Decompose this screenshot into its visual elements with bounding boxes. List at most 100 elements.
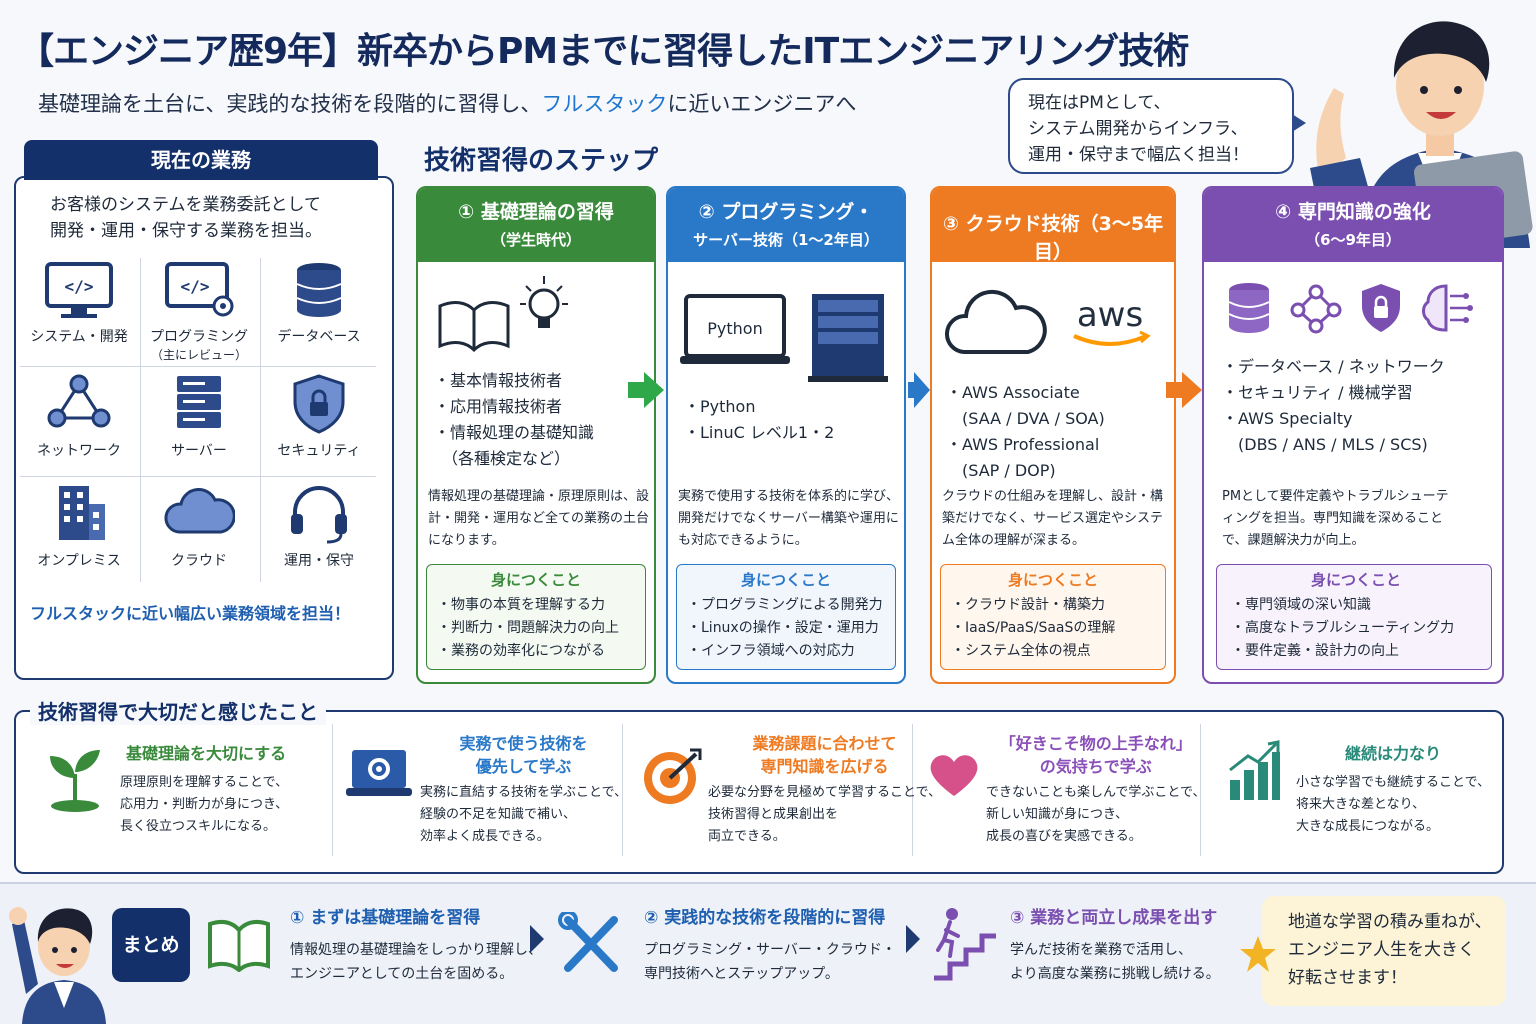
point-text: 実務に直結する技術を学ぶことで、 bbox=[420, 785, 628, 800]
arrow-right-icon bbox=[1182, 372, 1202, 408]
step-item: (SAP / DOP) bbox=[946, 461, 1056, 480]
chevron-right-icon bbox=[530, 925, 544, 953]
work-cell-onpremise: オンプレミス bbox=[20, 480, 138, 588]
important-point-3: 業務課題に合わせて専門知識を広げる 必要な分野を見極めて学習することで、 技術習… bbox=[708, 732, 941, 848]
point-title-line: 専門知識を広げる bbox=[760, 757, 889, 776]
point-title-line: の気持ちで学ぶ bbox=[1039, 757, 1152, 776]
point-text: 両立できる。 bbox=[708, 829, 786, 844]
arrow-right-icon bbox=[644, 372, 664, 408]
server-icon bbox=[177, 376, 221, 428]
step-period: （学生時代） bbox=[490, 231, 581, 249]
arrow-right-icon bbox=[914, 372, 930, 408]
step-item: (SAA / DVA / SOA) bbox=[946, 409, 1105, 428]
learn-item: ・業務の効率化につながる bbox=[437, 643, 605, 659]
point-text: 経験の不足を知識で補い、 bbox=[420, 807, 577, 822]
step-description: PMとして要件定義やトラブルシューティングを担当。専門知識を深めることで、課題解… bbox=[1222, 489, 1449, 548]
point-text: 原理原則を理解することで、 bbox=[120, 775, 289, 790]
final-message: 地道な学習の積み重ねが、 エンジニア人生を大きく 好転させます！ bbox=[1240, 896, 1506, 1006]
brain-circuit-icon bbox=[1422, 284, 1473, 332]
step-item: ・基本情報技術者 bbox=[434, 371, 563, 390]
important-heading: 技術習得で大切だと感じたこと bbox=[30, 696, 326, 725]
summary-step-title: ③ 業務と両立し成果を出す bbox=[1010, 908, 1218, 928]
point-text: 応用力・判断力が身につき、 bbox=[120, 797, 289, 812]
speech-line: システム開発からインフラ、 bbox=[1028, 119, 1248, 139]
learn-item: ・システム全体の視点 bbox=[951, 643, 1091, 659]
step-header: ① 基礎理論の習得 （学生時代） bbox=[418, 188, 654, 262]
aws-logo-icon: aws bbox=[1073, 295, 1151, 346]
desc-line: 開発・運用・保守する業務を担当。 bbox=[50, 221, 322, 241]
step-description: 実務で使用する技術を体系的に学び、開発だけでなくサーバー構築や運用にも対応できる… bbox=[678, 489, 900, 548]
work-cell-cloud: クラウド bbox=[140, 480, 258, 588]
step-description: クラウドの仕組みを理解し、設計・構築だけでなく、サービス選定やシステム全体の理解… bbox=[942, 489, 1164, 548]
aws-label: aws bbox=[1077, 295, 1143, 335]
point-title-line: 優先して学ぶ bbox=[475, 757, 572, 776]
work-cell-operation: 運用・保守 bbox=[260, 480, 378, 588]
step-items: ・AWS Associate (SAA / DVA / SOA) ・AWS Pr… bbox=[946, 380, 1105, 484]
network-icon bbox=[1290, 284, 1342, 334]
cell-label: クラウド bbox=[171, 553, 227, 569]
summary-step-text: プログラミング・サーバー・クラウド・ bbox=[644, 942, 896, 958]
subtitle-post: に近いエンジニアへ bbox=[667, 92, 857, 116]
step-item: ・セキュリティ / 機械学習 bbox=[1222, 383, 1413, 402]
page-title: 【エンジニア歴9年】新卒からPMまでに習得したITエンジニアリング技術 bbox=[18, 31, 1189, 72]
point-text: 大きな成長につながる。 bbox=[1296, 819, 1440, 834]
point-title-line: 実務で使う技術を bbox=[459, 734, 588, 753]
work-cell-system: </> システム・開発 bbox=[20, 258, 138, 366]
step-description: 情報処理の基礎理論・原理原則は、設計・開発・運用など全ての業務の土台になります。 bbox=[428, 489, 650, 548]
learn-item: ・物事の本質を理解する力 bbox=[437, 597, 605, 613]
work-cell-server: サーバー bbox=[140, 370, 258, 478]
cell-label: サーバー bbox=[171, 443, 227, 459]
cell-label: セキュリティ bbox=[277, 443, 361, 459]
point-text: 成長の喜びを実感できる。 bbox=[986, 829, 1142, 844]
step-title: ② プログラミング・ bbox=[698, 201, 874, 223]
shield-lock-icon bbox=[1362, 284, 1400, 332]
cloud-outline-icon bbox=[944, 289, 1047, 354]
step-header: ② プログラミング・ サーバー技術（1〜2年目） bbox=[668, 188, 904, 262]
code-gear-icon: </> bbox=[165, 262, 234, 317]
divider bbox=[1200, 724, 1201, 856]
point-title: 業務課題に合わせて専門知識を広げる bbox=[708, 732, 941, 778]
server-tower-icon bbox=[808, 294, 888, 382]
step-title: ① 基礎理論の習得 bbox=[458, 201, 614, 223]
arrow-bar bbox=[1166, 382, 1184, 398]
star-icon bbox=[1240, 936, 1276, 972]
tools-icon bbox=[558, 912, 618, 972]
svg-text:</>: </> bbox=[181, 277, 210, 296]
subtitle-pre: 基礎理論を土台に、実践的な技術を段階的に習得し、 bbox=[38, 92, 542, 116]
step-header: ③ クラウド技術（3〜5年目） bbox=[932, 188, 1174, 263]
summary-label: まとめ bbox=[112, 908, 190, 982]
step-card-2: ② プログラミング・ サーバー技術（1〜2年目） Python ・Python … bbox=[666, 186, 906, 684]
subtitle-highlight: フルスタック bbox=[541, 92, 668, 116]
summary-step-1: ① まずは基礎理論を習得 情報処理の基礎理論をしっかり理解し、 エンジニアとして… bbox=[290, 906, 542, 986]
current-work-footer: フルスタックに近い幅広い業務領域を担当！ bbox=[30, 604, 351, 623]
cell-label: プログラミング bbox=[150, 329, 248, 345]
learn-item: ・IaaS/PaaS/SaaSの理解 bbox=[951, 620, 1116, 636]
step-item: ・データベース / ネットワーク bbox=[1222, 357, 1445, 376]
learn-title: 身につくこと bbox=[1310, 571, 1401, 589]
important-point-1: 基礎理論を大切にする 原理原則を理解することで、 応用力・判断力が身につき、 長… bbox=[120, 742, 288, 838]
divider bbox=[332, 724, 333, 856]
point-title: 実務で使う技術を優先して学ぶ bbox=[420, 732, 627, 778]
step-item: ・応用情報技術者 bbox=[434, 397, 563, 416]
building-icon bbox=[59, 486, 105, 540]
learn-item: ・インフラ領域への対応力 bbox=[687, 643, 855, 659]
point-text: 長く役立つスキルになる。 bbox=[120, 819, 277, 834]
learn-item: ・要件定義・設計力の向上 bbox=[1231, 643, 1399, 659]
arrow-bar bbox=[908, 382, 916, 398]
divider bbox=[912, 724, 913, 856]
summary-step-text: 学んだ技術を業務で活用し、 bbox=[1010, 942, 1192, 958]
work-cell-network: ネットワーク bbox=[20, 370, 138, 478]
step-learn-box: 身につくこと ・クラウド設計・構築力 ・IaaS/PaaS/SaaSの理解 ・シ… bbox=[940, 564, 1166, 670]
important-point-2: 実務で使う技術を優先して学ぶ 実務に直結する技術を学ぶことで、 経験の不足を知識… bbox=[420, 732, 627, 848]
step-learn-box: 身につくこと ・専門領域の深い知識 ・高度なトラブルシューティング力 ・要件定義… bbox=[1216, 564, 1492, 670]
speech-line: 運用・保守まで幅広く担当！ bbox=[1028, 145, 1249, 165]
point-title-line: 「好きこそ物の上手なれ」 bbox=[999, 734, 1192, 753]
summary-step-text: より高度な業務に挑戦し続ける。 bbox=[1010, 966, 1220, 982]
work-cell-security: セキュリティ bbox=[260, 370, 378, 478]
learn-title: 身につくこと bbox=[1007, 571, 1098, 589]
learn-item: ・専門領域の深い知識 bbox=[1231, 597, 1371, 613]
laptop-gear-icon bbox=[346, 750, 412, 796]
step-card-3: ③ クラウド技術（3〜5年目） aws ・AWS Associate (SAA … bbox=[930, 186, 1176, 684]
growth-chart-icon bbox=[1229, 740, 1280, 800]
steps-title: 技術習得のステップ bbox=[424, 146, 659, 176]
